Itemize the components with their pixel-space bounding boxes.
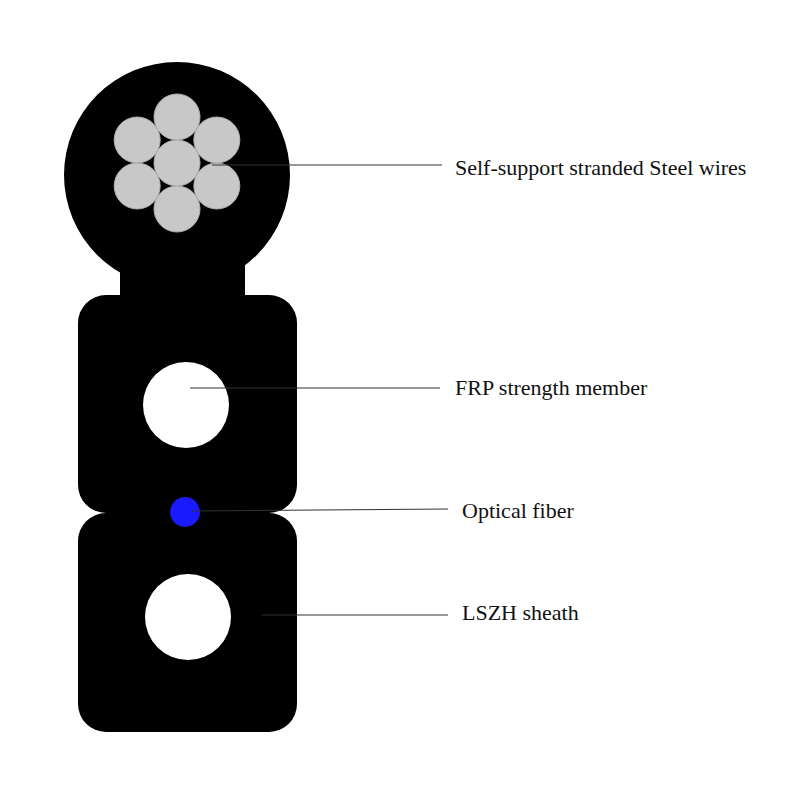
callout-label: LSZH sheath	[462, 598, 782, 628]
frp-strength-member	[143, 362, 229, 448]
leader-line	[212, 164, 442, 165]
steel-wire	[194, 163, 240, 209]
optical-fiber	[170, 497, 200, 527]
sheath-lower-half	[78, 513, 297, 732]
lszh-sheath-body	[64, 62, 297, 732]
callout-label: Self-support stranded Steel wires	[455, 142, 755, 194]
steel-wire	[114, 117, 160, 163]
callout-label: Optical fiber	[462, 496, 782, 526]
steel-wire	[154, 186, 200, 232]
leader-line	[262, 614, 448, 615]
steel-wire	[154, 140, 200, 186]
leader-line	[190, 387, 440, 388]
steel-wire	[114, 163, 160, 209]
steel-wire	[194, 117, 240, 163]
sheath-upper-half	[78, 295, 297, 513]
leader-line	[192, 509, 448, 511]
steel-wires	[114, 94, 240, 232]
callout-label: FRP strength member	[455, 373, 785, 403]
frp-strength-member	[145, 574, 231, 660]
steel-wire	[154, 94, 200, 140]
leader-lines	[190, 165, 448, 615]
